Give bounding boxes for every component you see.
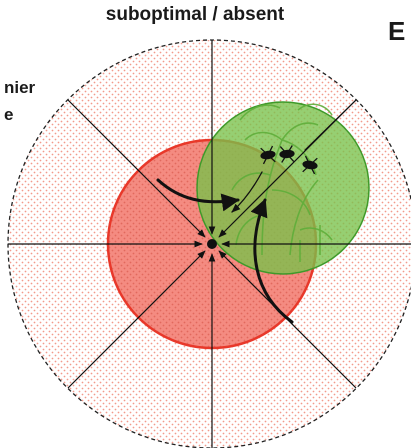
spoke-top-left: [67, 99, 206, 238]
insect-icon: [260, 145, 318, 175]
left-label-line2: e: [4, 105, 13, 124]
radial-arrows: [8, 40, 411, 448]
curved-arrow-left: [156, 178, 240, 212]
green-zone-circle: [196, 101, 370, 275]
top-label: suboptimal / absent: [106, 4, 285, 25]
left-label-line1: nier: [4, 78, 36, 97]
curved-arrows: [156, 99, 357, 324]
center-dot: [207, 239, 217, 249]
insect-to-center-arrow: [231, 171, 263, 213]
panel-letter: E: [388, 16, 405, 46]
diagonal-to-insects: [304, 99, 357, 151]
curved-arrow-lower: [250, 198, 294, 324]
plant-sketch-icon: [231, 103, 333, 262]
spoke-bottom-left: [67, 250, 206, 389]
